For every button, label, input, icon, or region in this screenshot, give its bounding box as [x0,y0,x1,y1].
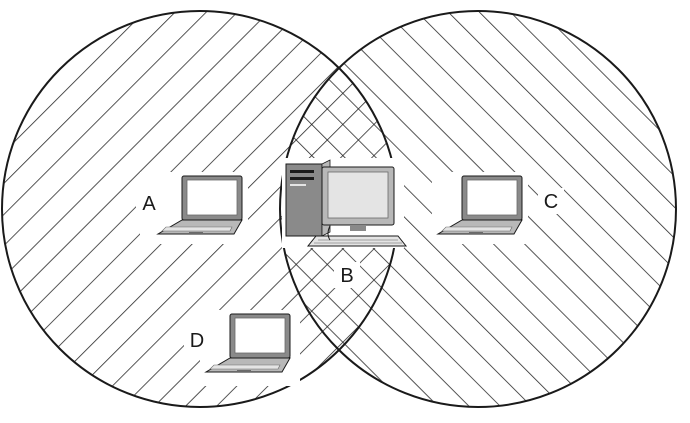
node-b-label: B [340,265,353,287]
node-c: C [432,172,564,244]
node-a: A [136,172,248,244]
node-d: D [184,310,300,386]
right-range-circle [279,10,677,408]
node-c-label: C [544,191,558,213]
desktop-computer-icon [285,159,408,247]
node-d-label: D [190,330,204,352]
node-a-label: A [142,193,156,215]
node-b: B [282,158,408,288]
